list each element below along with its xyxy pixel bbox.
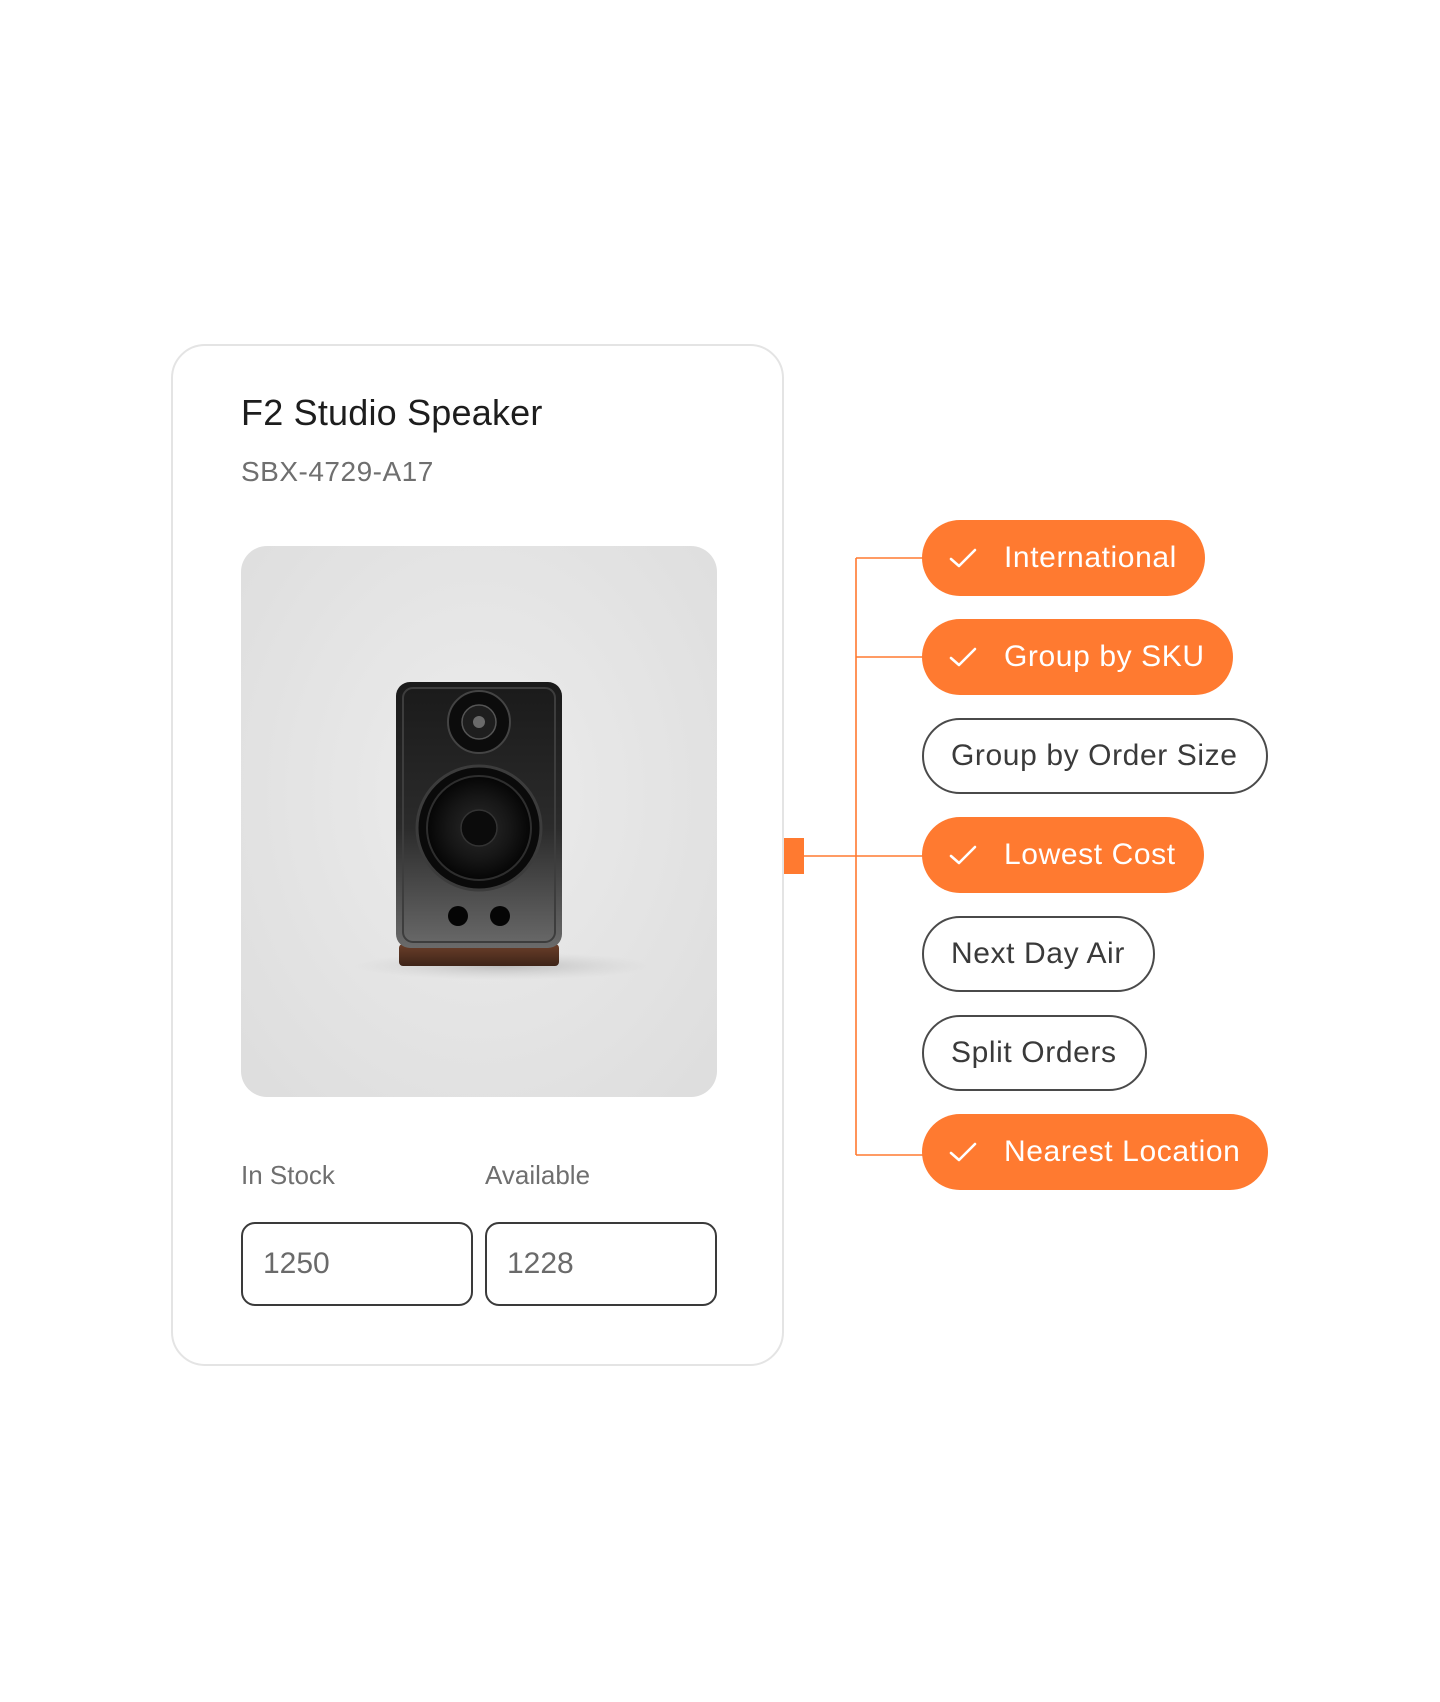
rule-pill-next-day-air[interactable]: Next Day Air — [922, 916, 1155, 992]
available-label: Available — [485, 1160, 591, 1190]
rule-label: Lowest Cost — [1004, 838, 1176, 871]
in-stock-field[interactable] — [241, 1222, 473, 1306]
rule-label: Group by Order Size — [951, 739, 1238, 772]
speaker-image — [353, 682, 653, 980]
product-card: F2 Studio Speaker SBX-4729-A17 — [171, 344, 784, 1366]
rule-pill-group-by-order-size[interactable]: Group by Order Size — [922, 718, 1268, 794]
check-icon — [948, 543, 978, 573]
product-image — [241, 546, 717, 1097]
in-stock-label: In Stock — [241, 1160, 335, 1190]
rule-pill-nearest-location[interactable]: Nearest Location — [922, 1114, 1269, 1190]
rule-label: International — [1004, 541, 1177, 574]
rule-label: Nearest Location — [1004, 1135, 1241, 1168]
product-sku: SBX-4729-A17 — [241, 456, 434, 487]
check-icon — [948, 840, 978, 870]
rule-pill-group-by-sku[interactable]: Group by SKU — [922, 619, 1233, 695]
check-icon — [948, 642, 978, 672]
rule-label: Next Day Air — [951, 937, 1125, 970]
available-field[interactable] — [485, 1222, 717, 1306]
rule-label: Group by SKU — [1004, 640, 1205, 673]
rule-pill-lowest-cost[interactable]: Lowest Cost — [922, 817, 1204, 893]
product-title: F2 Studio Speaker — [241, 392, 543, 433]
rule-label: Split Orders — [951, 1036, 1117, 1069]
rule-pill-split-orders[interactable]: Split Orders — [922, 1015, 1147, 1091]
rule-pill-international[interactable]: International — [922, 520, 1205, 596]
check-icon — [948, 1137, 978, 1167]
